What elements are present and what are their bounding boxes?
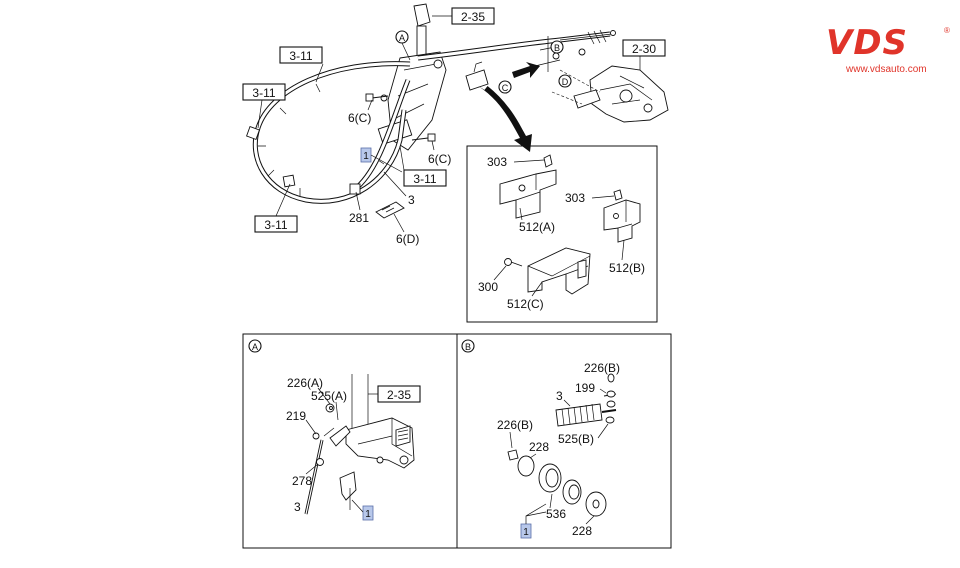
ref-3-11-c: 3-11 bbox=[264, 218, 287, 232]
shifter-block bbox=[345, 417, 415, 469]
detail-a-panel: A 226(A) 525(A) bbox=[242, 333, 458, 549]
bracket-512c bbox=[527, 247, 591, 295]
label-226b-left: 226(B) bbox=[497, 418, 533, 432]
bushing-assembly bbox=[507, 449, 607, 517]
brand-logo-text: VDS bbox=[826, 23, 909, 63]
ref-2-35-detail: 2-35 bbox=[387, 388, 411, 402]
detail-a-title: A bbox=[252, 342, 258, 352]
label-226b-top: 226(B) bbox=[584, 361, 620, 375]
cable-end bbox=[304, 425, 357, 515]
label-525b: 525(B) bbox=[558, 432, 594, 446]
label-303-a: 303 bbox=[487, 155, 507, 169]
label-525a: 525(A) bbox=[311, 389, 347, 403]
bracket-512a bbox=[499, 154, 557, 219]
bracket-c-small bbox=[465, 61, 489, 91]
label-199: 199 bbox=[575, 381, 595, 395]
ref-3-11-d: 3-11 bbox=[413, 172, 436, 186]
label-226a: 226(A) bbox=[287, 376, 323, 390]
label-6d: 6(D) bbox=[396, 232, 419, 246]
view-b-marker: B bbox=[554, 43, 560, 53]
detail-b-part-1: 1 bbox=[523, 527, 529, 538]
cable-boot bbox=[555, 393, 617, 427]
bolt-300 bbox=[504, 258, 523, 267]
detail-a-part-1: 1 bbox=[365, 509, 371, 520]
label-3-a: 3 bbox=[294, 500, 301, 514]
part-281 bbox=[375, 201, 405, 219]
detail-b-panel: B 226(B) 199 3 226(B) bbox=[456, 333, 672, 549]
label-6c-upper: 6(C) bbox=[348, 111, 371, 125]
part-1-marker: 1 bbox=[363, 151, 369, 162]
ref-2-30: 2-30 bbox=[632, 42, 656, 56]
label-512a: 512(A) bbox=[519, 220, 555, 234]
bracket-512b bbox=[603, 189, 641, 243]
view-c-marker: C bbox=[502, 83, 509, 93]
brand-logo: VDS www.vdsauto.com ® bbox=[826, 23, 950, 75]
ref-2-35-top: 2-35 bbox=[461, 10, 485, 24]
label-278: 278 bbox=[292, 474, 312, 488]
label-512b: 512(B) bbox=[609, 261, 645, 275]
view-d-marker: D bbox=[562, 77, 569, 87]
label-303-b: 303 bbox=[565, 191, 585, 205]
label-219: 219 bbox=[286, 409, 306, 423]
label-512c: 512(C) bbox=[507, 297, 544, 311]
view-a-marker: A bbox=[399, 33, 405, 43]
detail-c-panel: 303 303 512(A) 512(B) 300 512(C) bbox=[466, 145, 658, 323]
registered-mark: ® bbox=[944, 26, 950, 35]
label-3-b: 3 bbox=[556, 389, 563, 403]
ref-3-11-a: 3-11 bbox=[289, 49, 312, 63]
brand-url: www.vdsauto.com bbox=[846, 64, 927, 75]
label-228-bottom: 228 bbox=[572, 524, 592, 538]
main-callouts: 2-35 2-30 3-11 3-11 3-11 3-11 A B C bbox=[242, 7, 666, 246]
transmission-housing bbox=[551, 65, 669, 123]
label-281: 281 bbox=[349, 211, 369, 225]
detail-b-title: B bbox=[465, 342, 471, 352]
label-300: 300 bbox=[478, 280, 498, 294]
label-228-top: 228 bbox=[529, 440, 549, 454]
ref-3-11-b: 3-11 bbox=[252, 86, 275, 100]
main-assembly bbox=[246, 3, 669, 219]
label-6c-lower: 6(C) bbox=[428, 152, 451, 166]
label-536: 536 bbox=[546, 507, 566, 521]
label-3: 3 bbox=[408, 193, 415, 207]
